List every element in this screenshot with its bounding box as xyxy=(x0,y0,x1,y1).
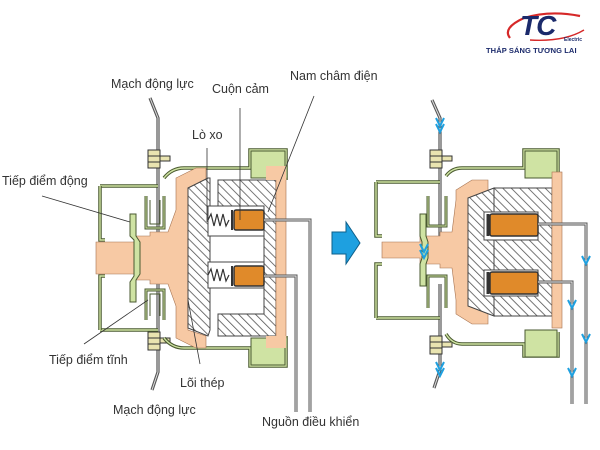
current-arrow-icon xyxy=(435,123,445,135)
current-arrow-icon xyxy=(419,243,429,255)
label-mach-dong-luc-top: Mạch động lực xyxy=(111,77,194,91)
coil-top xyxy=(233,209,265,231)
current-arrow-icon xyxy=(567,299,577,311)
logo-subtext: Electric xyxy=(564,37,583,43)
brand-logo: TC Electric THẮP SÁNG TƯƠNG LAI xyxy=(484,8,600,60)
current-arrow-icon xyxy=(567,367,577,379)
terminal-top xyxy=(429,149,453,169)
spring-top xyxy=(207,212,230,228)
label-nguon-dieu-khien: Nguồn điều khiển xyxy=(262,415,360,429)
current-arrow-icon xyxy=(435,367,445,379)
coil-bottom xyxy=(233,265,265,287)
label-mach-dong-luc-bottom: Mạch động lực xyxy=(113,403,196,417)
moving-contact xyxy=(129,213,141,303)
right-arrow-icon xyxy=(331,220,361,266)
terminal-bottom xyxy=(147,331,171,351)
leader-tiep-diem-tinh xyxy=(83,299,149,345)
logo-mark: TC xyxy=(520,10,556,41)
contactor-closed-state xyxy=(356,99,591,404)
label-lo-xo: Lò xo xyxy=(192,128,223,142)
current-arrow-icon xyxy=(581,255,591,267)
current-arrow-icon xyxy=(356,228,364,236)
fixed-core xyxy=(493,187,553,317)
logo-tagline: THẮP SÁNG TƯƠNG LAI xyxy=(486,46,577,55)
spring-bottom xyxy=(207,267,230,283)
current-arrow-icon xyxy=(419,249,429,261)
fixed-core xyxy=(217,179,277,337)
armature xyxy=(95,167,207,349)
contactor-open-state xyxy=(41,95,315,412)
fixed-contact-top xyxy=(144,196,166,230)
label-nam-cham-dien: Nam châm điện xyxy=(290,69,378,83)
current-arrow-icon xyxy=(581,333,591,345)
label-tiep-diem-dong: Tiếp điểm động xyxy=(2,174,88,188)
leader-tiep-diem-dong xyxy=(41,195,131,223)
label-tiep-diem-tinh: Tiếp điểm tĩnh xyxy=(49,353,128,367)
fixed-contact-bottom xyxy=(426,274,448,308)
terminal-top xyxy=(147,149,171,169)
current-arrow-icon xyxy=(435,361,445,373)
coil-top xyxy=(489,213,539,237)
moving-core xyxy=(467,187,495,317)
fixed-contact-top xyxy=(426,196,448,228)
leader-nam-cham-dien xyxy=(267,95,315,213)
leader-loi-thep xyxy=(187,299,201,365)
current-arrow-icon xyxy=(435,117,445,129)
moving-core xyxy=(187,177,211,337)
coil-bottom xyxy=(489,271,539,295)
terminal-bottom xyxy=(429,335,453,355)
label-loi-thep: Lõi thép xyxy=(180,376,225,390)
logo-swoosh-icon xyxy=(506,12,585,41)
current-flow-arrows xyxy=(356,117,591,379)
label-cuon-cam: Cuộn cảm xyxy=(212,82,269,96)
